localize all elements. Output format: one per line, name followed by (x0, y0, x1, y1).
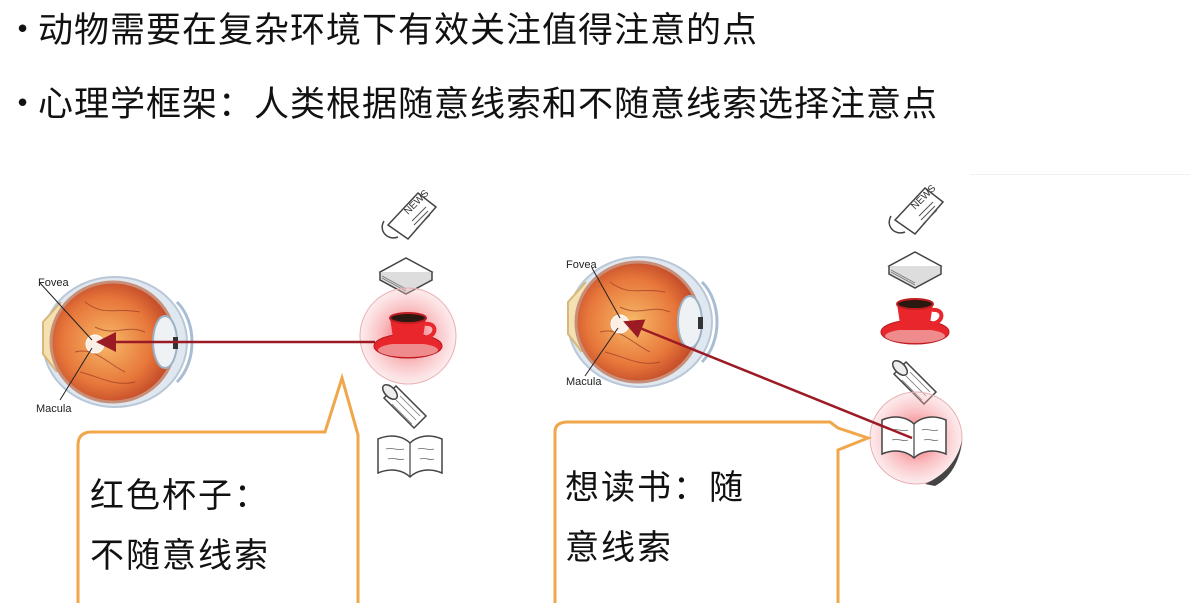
callout-right-line-2: 意线索 (565, 528, 673, 568)
closed-book-icon (888, 251, 942, 289)
notepad-icon (379, 381, 427, 429)
bullet-marker: • (14, 15, 32, 45)
page-curl-decoration (925, 440, 962, 486)
macula-label: Macula (36, 403, 72, 415)
fovea-label: Fovea (566, 259, 597, 271)
callout-bubble-left (76, 372, 360, 603)
bullet-item-2: •心理学框架：人类根据随意线索和不随意线索选择注意点 (8, 84, 938, 125)
macula-pointer (584, 327, 619, 377)
bullet-text: 动物需要在复杂环境下有效关注值得注意的点 (38, 11, 759, 51)
callout-text-right: 想读书：随 意线索 (565, 458, 745, 578)
macula-pointer (59, 347, 93, 401)
newspaper-icon (381, 187, 437, 240)
bullet-marker: • (14, 89, 32, 119)
callout-left-line-2: 不随意线索 (90, 536, 270, 576)
right-object-column (869, 182, 963, 486)
fovea-label: Fovea (38, 277, 69, 289)
divider (970, 174, 1190, 175)
callout-text-left: 红色杯子： 不随意线索 (90, 466, 270, 586)
bullet-text: 心理学框架：人类根据随意线索和不随意线索选择注意点 (38, 85, 939, 125)
fovea-pointer (39, 282, 93, 341)
macula-label: Macula (566, 376, 602, 388)
attention-arrow-right (623, 319, 913, 440)
fovea-pointer (591, 267, 621, 319)
callout-right-line-1: 想读书：随 (565, 468, 745, 508)
callout-left-line-1: 红色杯子： (90, 476, 270, 516)
red-coffee-cup-icon (879, 297, 951, 346)
bullet-item-1: •动物需要在复杂环境下有效关注值得注意的点 (8, 10, 758, 51)
open-book-icon (881, 416, 947, 459)
callout-bubble-right (553, 420, 873, 603)
newspaper-icon (888, 182, 944, 235)
open-book-icon (377, 435, 443, 478)
left-object-column (359, 187, 457, 478)
